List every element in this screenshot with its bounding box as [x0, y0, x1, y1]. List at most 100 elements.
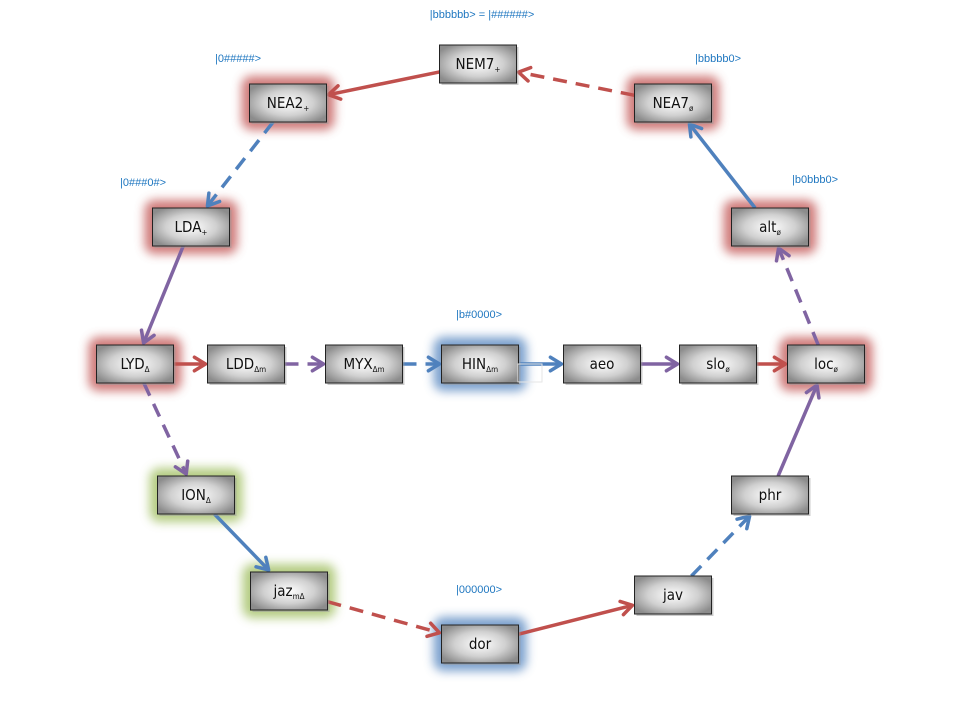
- arrowhead-icon: [426, 355, 442, 373]
- edge-jav-to-phr: [690, 514, 752, 578]
- edge-line: [518, 604, 631, 636]
- node-alt[interactable]: altø: [731, 207, 811, 248]
- node-box: [325, 344, 403, 384]
- edge-lyd-to-ldd: [173, 355, 208, 373]
- arrowhead-icon: [425, 621, 442, 639]
- edge-nem7-to-nea2: [326, 70, 440, 101]
- edge-dor-to-jav: [518, 599, 635, 636]
- node-box: [634, 575, 712, 615]
- state-label-nea7: |bbbbb0>: [695, 53, 741, 65]
- node-label: LDDΔm: [226, 355, 266, 374]
- node-box: [250, 571, 328, 611]
- node-phr[interactable]: phr: [731, 475, 811, 516]
- node-label: MYXΔm: [343, 355, 384, 374]
- edge-slo-to-loc: [756, 355, 788, 373]
- node-jaz[interactable]: jazmΔ: [250, 571, 330, 612]
- node-loc[interactable]: locø: [787, 344, 867, 385]
- edge-line: [330, 70, 440, 96]
- state-label-lda: |0###0#>: [120, 177, 166, 189]
- state-label-alt: |b0bbb0>: [792, 174, 838, 186]
- node-ion[interactable]: IONΔ: [157, 475, 237, 516]
- node-box: [441, 624, 519, 664]
- edge-aeo-to-slo: [640, 355, 680, 373]
- node-label: sloø: [706, 355, 730, 374]
- faint-marker-box: [517, 363, 543, 383]
- edge-nea7-to-nem7: [516, 65, 635, 98]
- node-aeo[interactable]: aeo: [563, 344, 643, 385]
- node-label: NEM7+: [456, 55, 501, 74]
- node-label: LYDΔ: [120, 355, 149, 374]
- edge-alt-to-nea7: [687, 122, 757, 210]
- node-label: LDA+: [175, 218, 208, 237]
- node-box: [731, 475, 809, 515]
- node-lda[interactable]: LDA+: [152, 207, 232, 248]
- arrowhead-icon: [772, 355, 788, 373]
- state-label-top: |bbbbbb> = |######>: [430, 9, 535, 21]
- edge-loc-to-alt: [774, 246, 820, 346]
- node-box: [679, 344, 757, 384]
- node-lyd[interactable]: LYDΔ: [96, 344, 176, 385]
- edge-nea2-to-lda: [205, 120, 275, 208]
- node-box: [731, 207, 809, 247]
- node-label: aeo: [590, 355, 615, 373]
- node-box: [249, 83, 327, 123]
- state-label-dor: |000000>: [456, 584, 502, 596]
- edge-line: [777, 249, 820, 346]
- edge-line: [690, 516, 750, 578]
- node-label: jazmΔ: [272, 582, 304, 601]
- node-box: [439, 44, 517, 84]
- arrowhead-icon: [516, 65, 533, 83]
- edge-line: [207, 120, 275, 206]
- node-hin[interactable]: HINΔm: [441, 344, 521, 385]
- edge-line: [142, 245, 185, 342]
- node-label: jav: [662, 586, 683, 604]
- arrowhead-icon: [139, 328, 156, 345]
- edge-ion-to-jaz: [213, 512, 271, 572]
- node-label: IONΔ: [181, 486, 211, 505]
- node-box: [152, 207, 230, 247]
- node-box: [157, 475, 235, 515]
- node-myx[interactable]: MYXΔm: [325, 344, 405, 385]
- arrowhead-icon: [254, 555, 271, 572]
- arrowhead-icon: [205, 191, 222, 208]
- arrowhead-icon: [192, 355, 208, 373]
- node-ldd[interactable]: LDDΔm: [207, 344, 287, 385]
- node-label: NEA2+: [267, 94, 309, 113]
- node-nem7[interactable]: NEM7+: [439, 44, 519, 85]
- node-box: [563, 344, 641, 384]
- node-box: [787, 344, 865, 384]
- node-slo[interactable]: sloø: [679, 344, 759, 385]
- arrowhead-icon: [173, 459, 190, 476]
- edge-line: [213, 512, 269, 570]
- node-nea2[interactable]: NEA2+: [249, 83, 329, 124]
- node-label: NEA7ø: [653, 94, 694, 113]
- node-box: [207, 344, 285, 384]
- node-label: HINΔm: [462, 355, 498, 374]
- edge-line: [776, 386, 818, 477]
- arrowhead-icon: [310, 355, 326, 373]
- edge-phr-to-loc: [776, 383, 821, 477]
- state-label-nea2: |0#####>: [215, 53, 261, 65]
- edge-jaz-to-dor: [327, 599, 442, 639]
- node-box: [634, 83, 712, 123]
- edge-ldd-to-myx: [284, 355, 326, 373]
- node-dor[interactable]: dor: [441, 624, 521, 665]
- edge-lyd-to-ion: [142, 382, 190, 476]
- node-jav[interactable]: jav: [634, 575, 714, 616]
- edge-line: [142, 382, 187, 473]
- arrowhead-icon: [664, 355, 680, 373]
- node-label: phr: [759, 486, 782, 504]
- edge-myx-to-hin: [402, 355, 442, 373]
- node-label: altø: [759, 218, 781, 237]
- edge-lda-to-lyd: [139, 245, 185, 345]
- node-box: [441, 344, 519, 384]
- node-box: [96, 344, 174, 384]
- state-label-hin: |b#0000>: [456, 309, 502, 321]
- node-nea7[interactable]: NEA7ø: [634, 83, 714, 124]
- arrowhead-icon: [548, 355, 564, 373]
- node-label: locø: [814, 355, 838, 374]
- edge-line: [689, 124, 757, 210]
- edge-line: [520, 70, 635, 98]
- node-label: dor: [469, 635, 492, 653]
